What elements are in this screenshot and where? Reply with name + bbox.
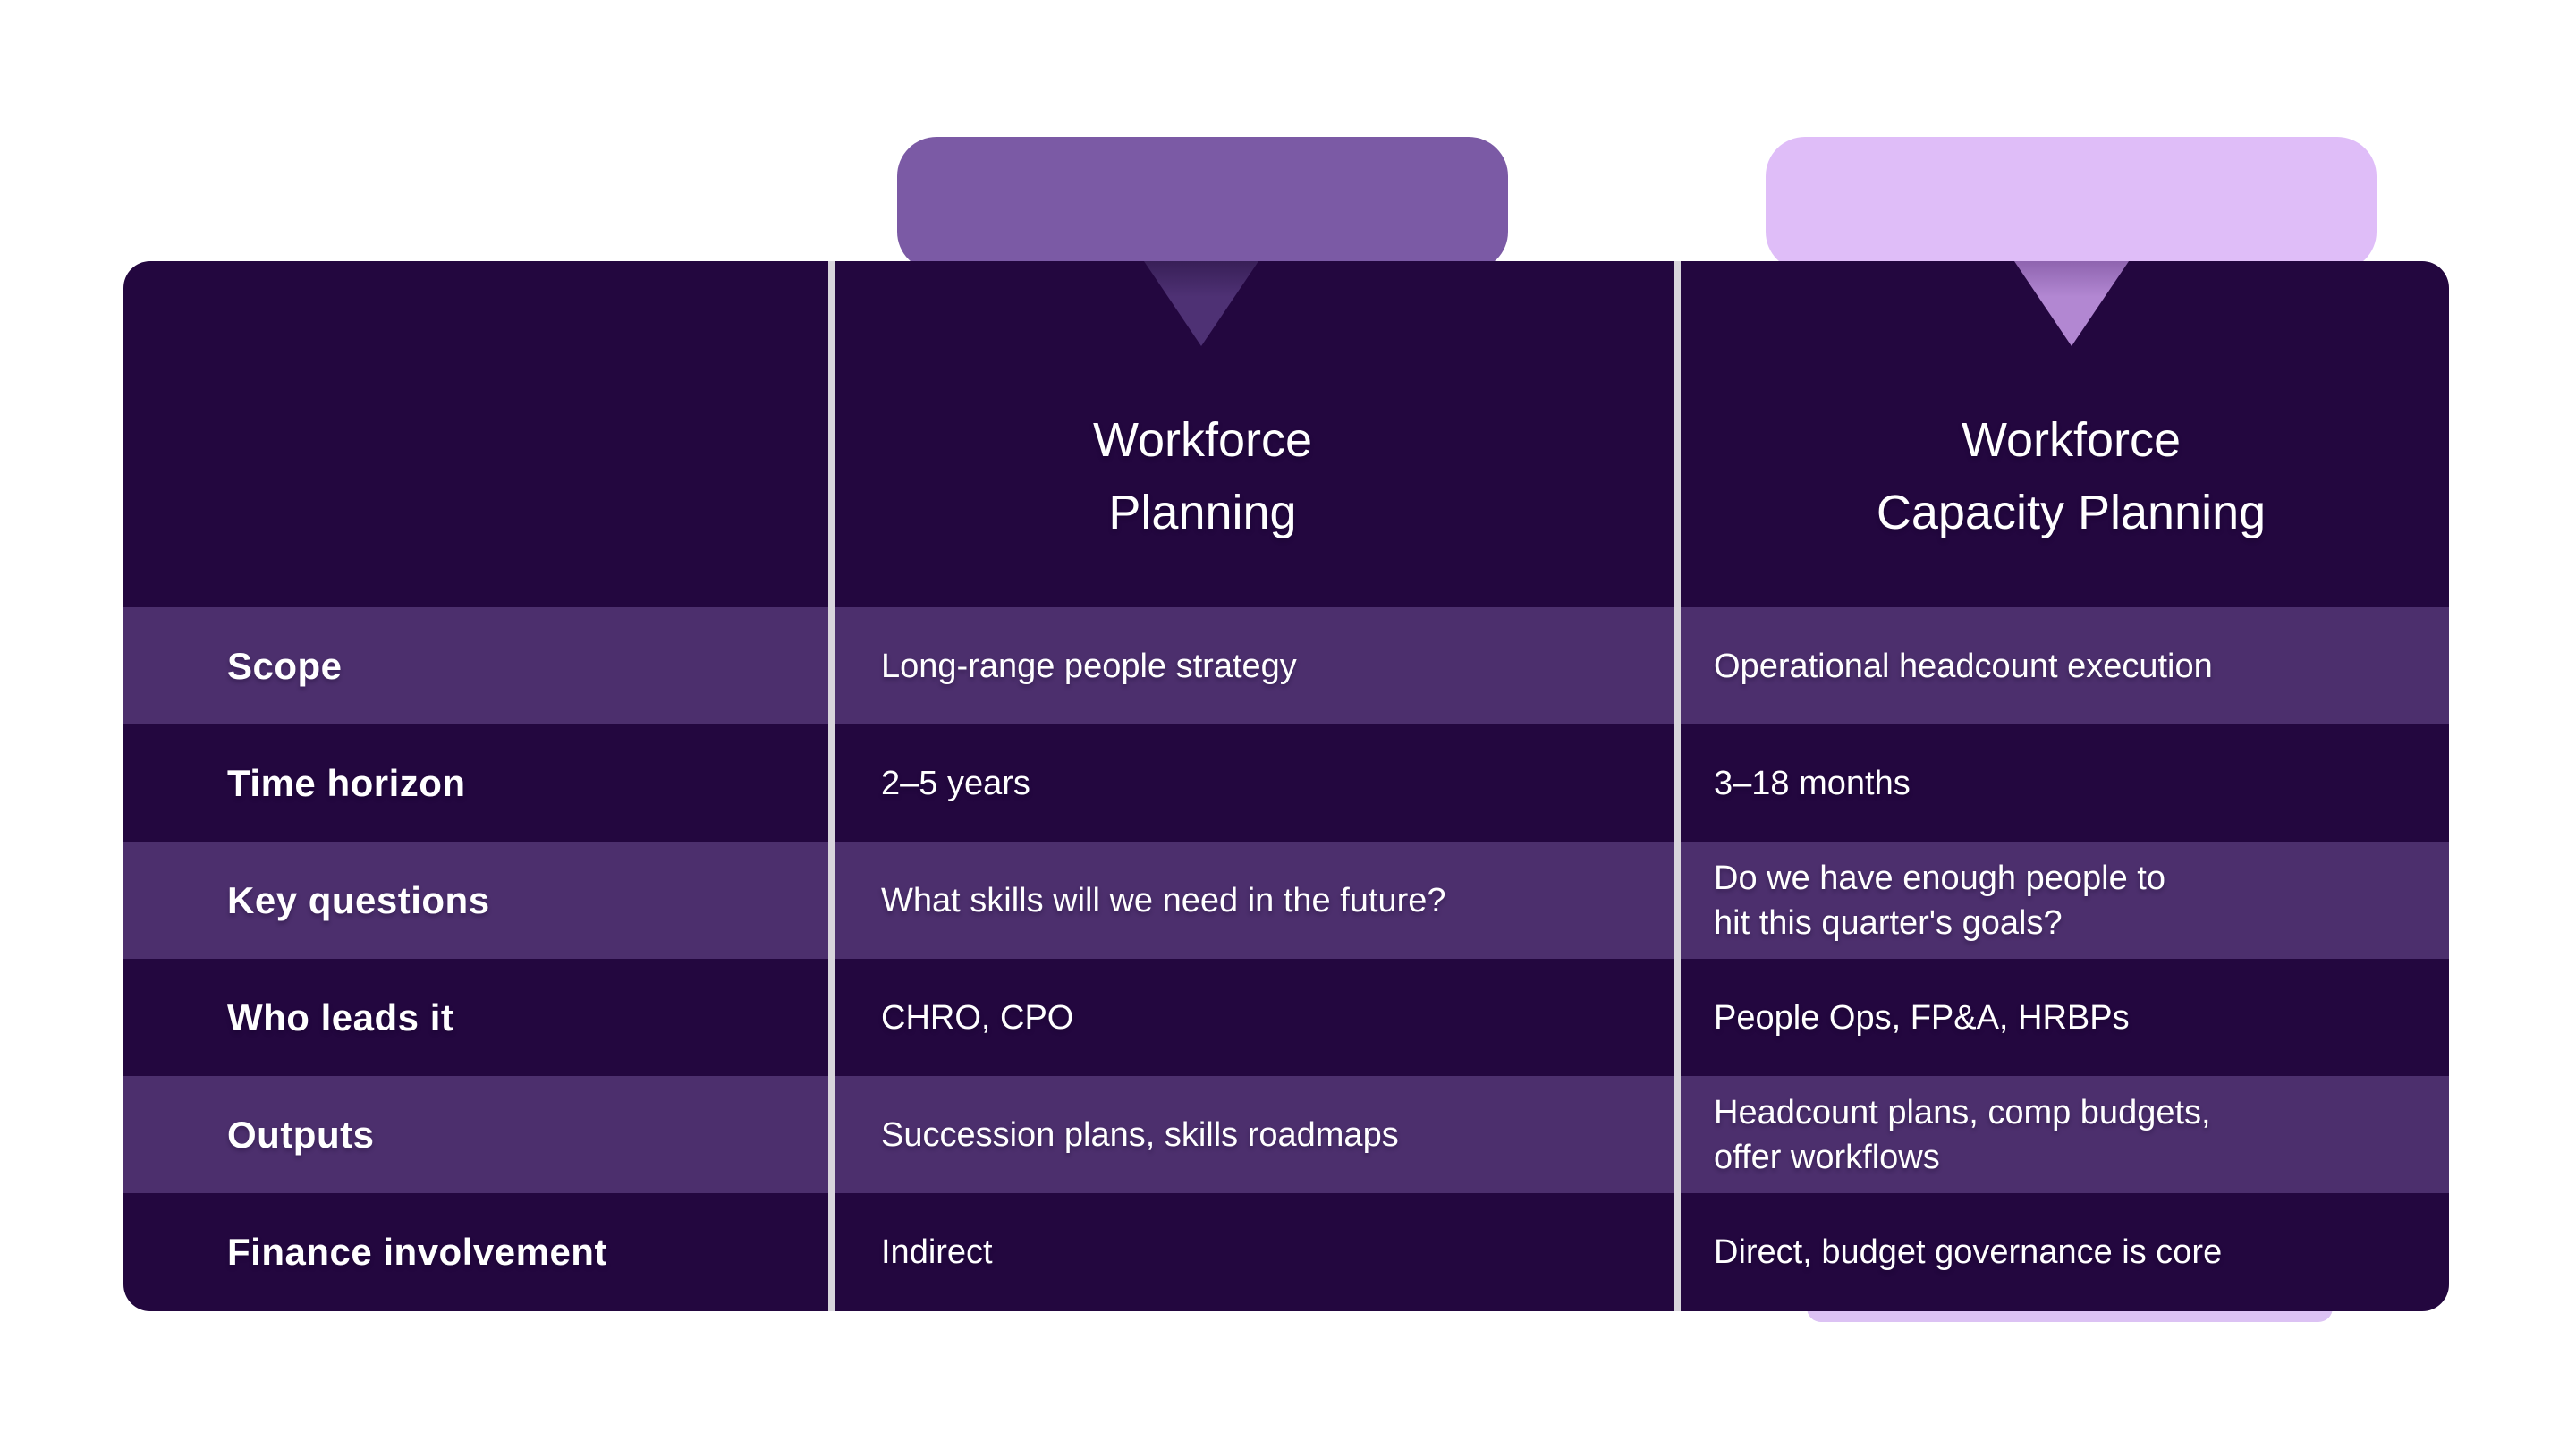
cell-workforce-capacity-planning-finance-involvement: Direct, budget governance is core bbox=[1714, 1233, 2223, 1271]
cell-workforce-planning-key-questions: What skills will we need in the future? bbox=[881, 881, 1446, 919]
cell-workforce-planning-scope: Long-range people strategy bbox=[881, 647, 1297, 685]
cell-workforce-capacity-planning-time-horizon: 3–18 months bbox=[1714, 764, 1911, 802]
cell-workforce-capacity-planning-who-leads-it: People Ops, FP&A, HRBPs bbox=[1714, 998, 2130, 1037]
comparison-table: Workforce Planning Workforce Capacity Pl… bbox=[123, 261, 2449, 1311]
row-band-key-questions bbox=[123, 842, 2449, 959]
cell-workforce-planning-time-horizon: 2–5 years bbox=[881, 764, 1030, 802]
row-label-finance-involvement: Finance involvement bbox=[227, 1230, 607, 1273]
row-band-scope bbox=[123, 607, 2449, 724]
cell-workforce-planning-outputs: Succession plans, skills roadmaps bbox=[881, 1115, 1399, 1154]
column-divider-1 bbox=[828, 261, 835, 1311]
row-label-scope: Scope bbox=[227, 644, 343, 687]
row-label-who-leads-it: Who leads it bbox=[227, 996, 454, 1038]
column-divider-2 bbox=[1674, 261, 1681, 1311]
cell-workforce-capacity-planning-outputs: Headcount plans, comp budgets, offer wor… bbox=[1714, 1093, 2211, 1176]
row-band-outputs bbox=[123, 1076, 2449, 1193]
column-header-workforce-capacity-planning: Workforce Capacity Planning bbox=[1876, 413, 2267, 539]
row-label-key-questions: Key questions bbox=[227, 878, 490, 921]
tab-workforce-capacity-planning bbox=[1766, 137, 2377, 271]
row-label-time-horizon: Time horizon bbox=[227, 761, 466, 804]
cell-workforce-capacity-planning-scope: Operational headcount execution bbox=[1714, 647, 2213, 685]
cell-workforce-planning-who-leads-it: CHRO, CPO bbox=[881, 998, 1074, 1037]
column-header-workforce-planning: Workforce Planning bbox=[1092, 413, 1313, 539]
cell-workforce-capacity-planning-key-questions: Do we have enough people to hit this qua… bbox=[1714, 859, 2165, 942]
row-label-outputs: Outputs bbox=[227, 1113, 375, 1156]
tab-workforce-planning bbox=[897, 137, 1508, 271]
cell-workforce-planning-finance-involvement: Indirect bbox=[881, 1233, 993, 1271]
